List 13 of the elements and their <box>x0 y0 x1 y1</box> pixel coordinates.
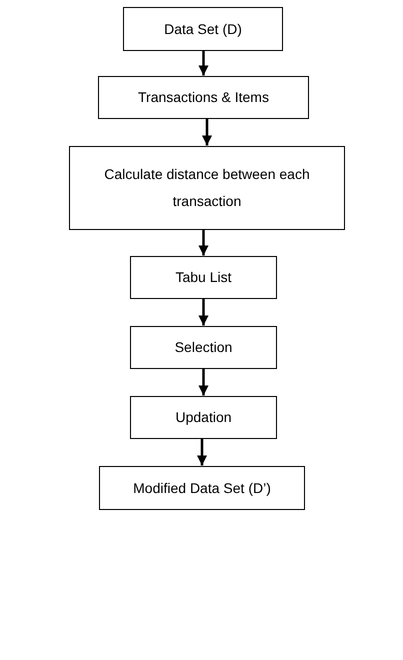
arrow <box>198 51 208 76</box>
arrow <box>197 439 207 466</box>
arrow <box>198 299 208 326</box>
process-box: Data Set (D) <box>123 7 283 51</box>
process-box: Tabu List <box>130 256 277 299</box>
process-box: Selection <box>130 326 277 369</box>
process-box: Transactions & Items <box>98 76 309 119</box>
arrow <box>202 119 212 146</box>
arrow <box>198 369 208 396</box>
process-box: Modified Data Set (D’) <box>99 466 305 510</box>
process-box: Updation <box>130 396 277 439</box>
arrow <box>198 230 208 256</box>
process-box: Calculate distance between each transaction <box>69 146 345 230</box>
